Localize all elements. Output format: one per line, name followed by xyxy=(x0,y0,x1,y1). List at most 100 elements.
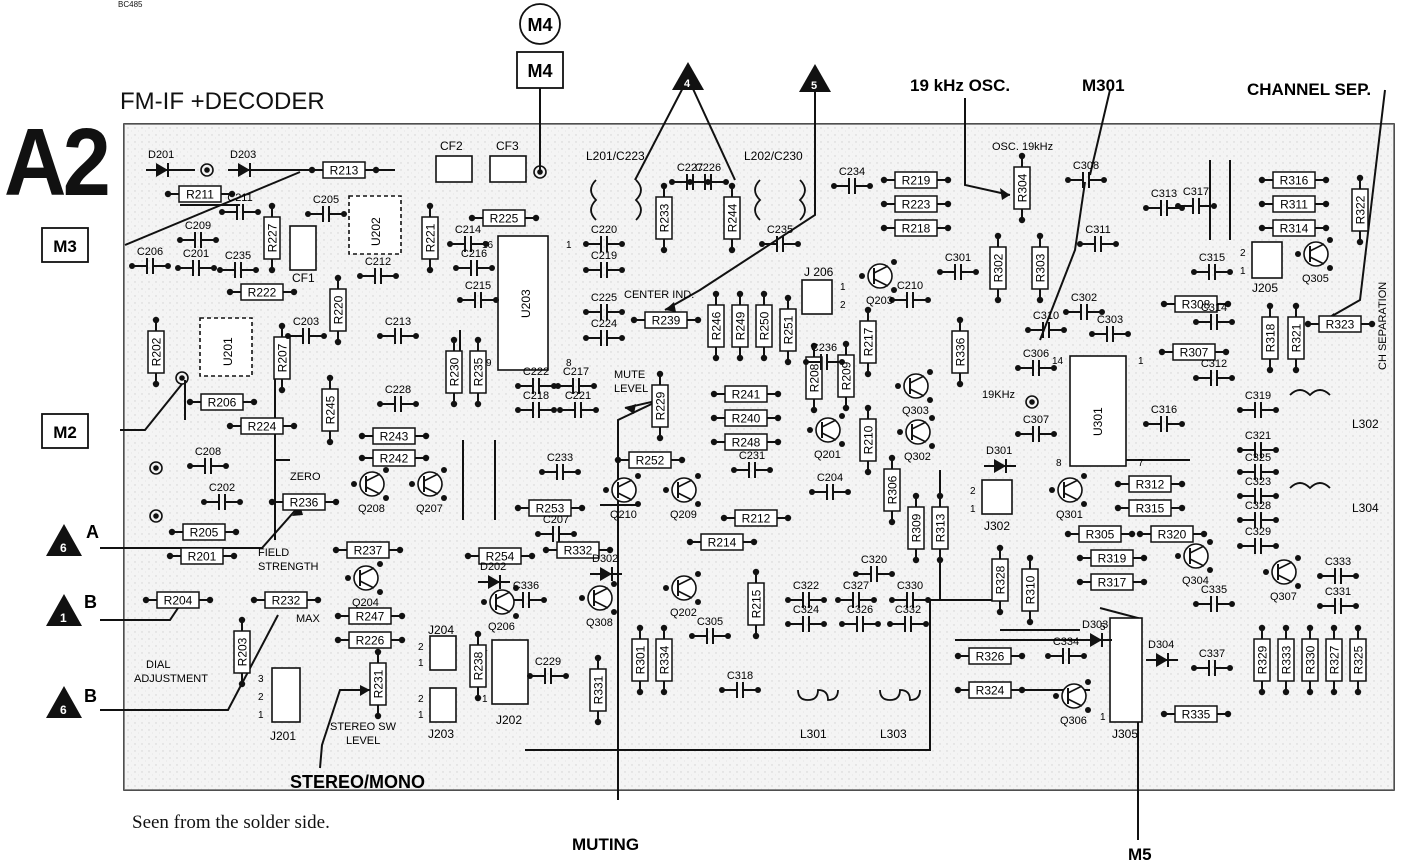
capacitor-c307-53: C307 xyxy=(1015,414,1057,442)
resistor-r208: R208 xyxy=(805,342,823,414)
svg-text:R314: R314 xyxy=(1280,222,1309,236)
svg-text:C319: C319 xyxy=(1245,390,1271,402)
svg-text:R249: R249 xyxy=(734,311,748,340)
m4-circle-label: M4 xyxy=(527,15,552,35)
resistor-r221: R221 xyxy=(421,202,439,274)
svg-text:C301: C301 xyxy=(945,252,971,264)
capacitor-c208-10: C208 xyxy=(187,446,229,474)
resistor-r213: R213 xyxy=(308,161,380,179)
svg-text:R201: R201 xyxy=(188,550,217,564)
resistor-r219: R219 xyxy=(880,171,952,189)
svg-text:1: 1 xyxy=(1100,712,1106,723)
svg-text:1: 1 xyxy=(1138,356,1144,367)
j206-label: J 206 xyxy=(804,265,834,279)
transistor-q308: Q308 xyxy=(579,581,617,629)
capacitor-c209-2: C209 xyxy=(177,220,219,248)
svg-text:R213: R213 xyxy=(330,164,359,178)
u203-label: U203 xyxy=(519,289,533,318)
svg-text:19KHz: 19KHz xyxy=(982,389,1015,401)
capacitor-c211-1: C211 xyxy=(219,192,261,220)
capacitor-c333-64: C333 xyxy=(1317,556,1359,584)
svg-text:R230: R230 xyxy=(448,357,462,386)
svg-text:CF3: CF3 xyxy=(496,139,519,153)
triangle-6a-letter: A xyxy=(86,522,99,542)
svg-text:Q207: Q207 xyxy=(416,503,443,515)
coil-l304 xyxy=(1289,482,1331,490)
resistor-r323: R323 xyxy=(1304,315,1376,333)
svg-text:L303: L303 xyxy=(880,727,907,741)
resistor-r325: R325 xyxy=(1349,624,1367,696)
transistor-q301: Q301 xyxy=(1049,473,1087,521)
resistor-r215: R215 xyxy=(747,568,765,640)
resistor-r244: R244 xyxy=(723,182,741,254)
svg-text:CF1: CF1 xyxy=(292,271,315,285)
capacitor-c213-8: C213 xyxy=(377,316,419,344)
svg-text:Q307: Q307 xyxy=(1270,591,1297,603)
svg-text:R204: R204 xyxy=(164,594,193,608)
svg-text:R208: R208 xyxy=(808,363,822,392)
capacitor-c224-18: C224 xyxy=(583,318,625,346)
capacitor-c319-58: C319 xyxy=(1237,390,1279,418)
svg-text:R253: R253 xyxy=(536,502,565,516)
svg-text:R217: R217 xyxy=(862,327,876,356)
svg-text:C203: C203 xyxy=(293,316,319,328)
svg-text:C228: C228 xyxy=(385,384,411,396)
capacitor-c314-55: C314 xyxy=(1193,302,1235,330)
resistor-r227: R227 xyxy=(263,202,281,274)
svg-text:C328: C328 xyxy=(1245,500,1271,512)
transistor-q307: Q307 xyxy=(1263,555,1301,603)
svg-text:Q305: Q305 xyxy=(1302,273,1329,285)
capacitor-c210-30: C210 xyxy=(889,280,931,308)
capacitor-c235-28: C235 xyxy=(759,224,801,252)
svg-text:1: 1 xyxy=(482,694,488,705)
svg-text:D301: D301 xyxy=(986,445,1012,457)
resistor-r336: R336 xyxy=(951,316,969,388)
capacitor-c325-60: C325 xyxy=(1237,452,1279,480)
svg-text:C212: C212 xyxy=(365,256,391,268)
capacitor-c225-17: C225 xyxy=(583,292,625,320)
svg-text:CENTER IND.: CENTER IND. xyxy=(624,289,694,301)
coil-l301 xyxy=(797,689,839,701)
resistor-r327: R327 xyxy=(1325,624,1343,696)
resistor-r321: R321 xyxy=(1287,302,1305,374)
resistor-r330: R330 xyxy=(1301,624,1319,696)
ic-packages xyxy=(199,195,1127,467)
svg-text:C312: C312 xyxy=(1201,358,1227,370)
svg-text:C235: C235 xyxy=(767,224,793,236)
ic-labels: U203 U301 U202 U201 xyxy=(221,217,1105,436)
triangle-marker-6a xyxy=(46,524,82,556)
resistor-r335: R335 xyxy=(1160,705,1232,723)
capacitor-c337-68: C337 xyxy=(1191,648,1233,676)
svg-text:C234: C234 xyxy=(839,166,865,178)
svg-text:C323: C323 xyxy=(1245,476,1271,488)
svg-text:C315: C315 xyxy=(1199,252,1225,264)
svg-text:14: 14 xyxy=(1052,356,1064,367)
triangle-marker-1b xyxy=(46,594,82,626)
capacitor-c322-37: C322 xyxy=(785,580,827,608)
resistor-r245: R245 xyxy=(321,374,339,446)
capacitor-c310-51: C310 xyxy=(1025,310,1067,338)
svg-text:R207: R207 xyxy=(276,343,290,372)
svg-text:R308: R308 xyxy=(1182,298,1211,312)
svg-text:C229: C229 xyxy=(535,656,561,668)
svg-text:C201: C201 xyxy=(183,248,209,260)
resistor-r312: R312 xyxy=(1114,475,1186,493)
svg-text:R306: R306 xyxy=(886,475,900,504)
capacitor-c235-5: C235 xyxy=(217,250,259,278)
capacitor-c312-56: C312 xyxy=(1193,358,1235,386)
capacitor-c219-16: C219 xyxy=(583,250,625,278)
svg-text:R309: R309 xyxy=(910,513,924,542)
u301-body xyxy=(1069,355,1127,467)
svg-text:R222: R222 xyxy=(248,286,277,300)
resistor-r306: R306 xyxy=(883,454,901,526)
capacitor-c317-48: C317 xyxy=(1175,186,1217,214)
svg-text:R313: R313 xyxy=(934,513,948,542)
resistor-r318: R318 xyxy=(1261,302,1279,374)
resistor-r332: R332 xyxy=(542,541,614,559)
svg-text:L304: L304 xyxy=(1352,501,1379,515)
svg-text:R250: R250 xyxy=(758,311,772,340)
muting-label: MUTING xyxy=(572,835,639,854)
svg-text:R328: R328 xyxy=(994,565,1008,594)
svg-text:C311: C311 xyxy=(1085,224,1110,236)
svg-text:9: 9 xyxy=(486,358,492,369)
